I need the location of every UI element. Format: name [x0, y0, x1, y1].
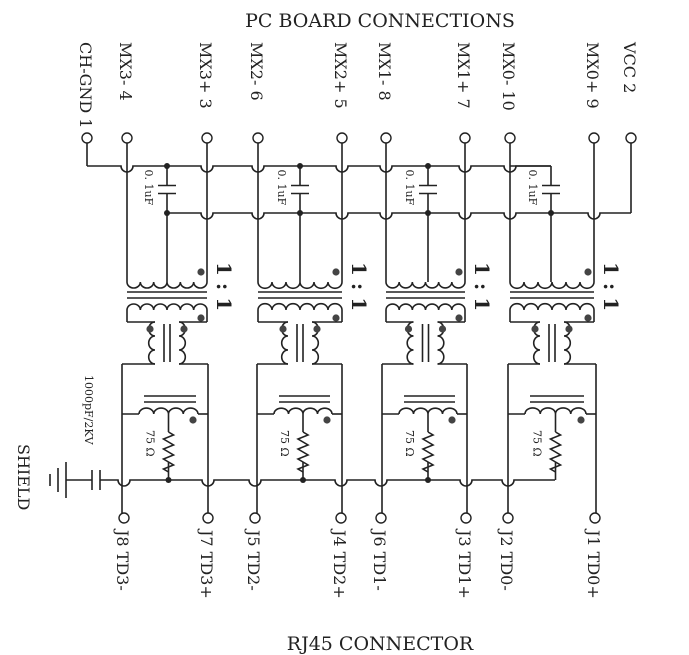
bottom-pin-j1[interactable] — [589, 512, 601, 524]
top-pin-mx2-6[interactable] — [252, 132, 264, 144]
transformer-primary-coil — [509, 281, 595, 290]
title-pc-board-connections: PC BOARD CONNECTIONS — [245, 10, 515, 32]
bottom-pin-label: J5 TD2- — [244, 528, 263, 591]
top-pin-mx3-3[interactable] — [201, 132, 213, 144]
top-pin-label: MX1+ 7 — [454, 42, 473, 109]
bottom-pin-label: J8 TD3- — [113, 528, 132, 591]
bottom-pin-j6[interactable] — [375, 512, 387, 524]
capacitor-label: 0. 1uF — [526, 170, 539, 206]
polarity-dot — [197, 314, 205, 322]
polarity-dot — [189, 416, 197, 424]
resistor-75-ohm — [421, 431, 435, 473]
polarity-dot — [455, 268, 463, 276]
top-pin-label: MX1- 8 — [375, 42, 394, 101]
capacitor-label: 0. 1uF — [275, 170, 288, 206]
transformer-secondary-coil — [257, 302, 343, 311]
bus-vcc — [167, 212, 631, 220]
bottom-pin-j8[interactable] — [118, 512, 130, 524]
top-pin-mx1-7[interactable] — [459, 132, 471, 144]
polarity-dot — [584, 314, 592, 322]
polarity-dot — [323, 416, 331, 424]
resistor-75-ohm — [548, 431, 563, 473]
capacitor-label: 0. 1uF — [142, 170, 155, 206]
polarity-dot — [531, 325, 539, 333]
termination-coil — [273, 407, 333, 415]
top-pin-label: MX0+ 9 — [583, 42, 602, 109]
resistor-label: 75 Ω — [403, 430, 416, 457]
bottom-pin-label: J1 TD0+ — [584, 528, 603, 599]
shield-capacitor-label: 1000pF/2KV — [82, 375, 95, 446]
bottom-pin-j5[interactable] — [249, 512, 261, 524]
termination-coil — [138, 407, 199, 415]
transformer-primary-coil — [257, 281, 343, 290]
polarity-dot — [455, 314, 463, 322]
transformer-primary-coil — [126, 281, 208, 289]
polarity-dot — [146, 325, 154, 333]
top-pin-ch-gnd-1[interactable] — [81, 132, 93, 144]
polarity-dot — [180, 325, 188, 333]
resistor-75-ohm — [296, 431, 310, 473]
polarity-dot — [448, 416, 456, 424]
polarity-dot — [332, 268, 340, 276]
bus-ch-gnd — [87, 165, 551, 173]
transformer-primary-coil — [385, 281, 466, 289]
top-pin-mx0-10[interactable] — [504, 132, 516, 144]
top-pin-label: MX3+ 3 — [196, 42, 215, 109]
polarity-dot — [565, 325, 573, 333]
turns-ratio-label: 1 : 1 — [599, 262, 623, 311]
bottom-pin-j2[interactable] — [502, 512, 514, 524]
polarity-dot — [404, 325, 413, 333]
top-pin-label: CH-GND 1 — [76, 42, 95, 128]
resistor-label: 75 Ω — [144, 430, 157, 457]
wires — [49, 132, 637, 524]
top-pin-label: MX0- 10 — [499, 42, 518, 111]
resistor-label: 75 Ω — [531, 430, 544, 457]
capacitor-label: 0. 1uF — [403, 170, 416, 206]
polarity-dot — [279, 325, 287, 333]
bottom-pin-label: J3 TD1+ — [455, 528, 474, 599]
top-pin-mx2-5[interactable] — [336, 132, 348, 144]
top-pin-mx0-9[interactable] — [588, 132, 600, 144]
shield-label: SHIELD — [14, 444, 33, 510]
bottom-pin-label: J7 TD3+ — [197, 528, 216, 599]
top-pin-label: MX2- 6 — [247, 42, 266, 101]
top-pin-label: MX3- 4 — [116, 42, 135, 101]
bottom-pin-label: J6 TD1- — [370, 528, 389, 591]
bottom-pin-j4[interactable] — [335, 512, 347, 524]
polarity-dot — [313, 325, 321, 333]
polarity-dot — [332, 314, 340, 322]
bottom-pin-label: J4 TD2+ — [330, 528, 349, 599]
bottom-pin-j7[interactable] — [202, 512, 214, 524]
top-pin-mx1-8[interactable] — [380, 132, 392, 144]
top-pin-mx3-4[interactable] — [121, 132, 133, 144]
polarity-dot — [584, 268, 592, 276]
turns-ratio-label: 1 : 1 — [212, 262, 236, 311]
transformer-secondary-coil — [509, 302, 595, 311]
top-pin-label: VCC 2 — [620, 41, 639, 93]
turns-ratio-label: 1 : 1 — [470, 262, 494, 311]
transformer-secondary-coil — [126, 303, 208, 311]
title-rj45-connector: RJ45 CONNECTOR — [287, 633, 474, 655]
labels: CH-GND 1 MX3- 4 MX3+ 3 MX2- 6 MX2+ 5 MX1- 8 MX… — [14, 41, 639, 599]
bus-shield — [100, 479, 555, 487]
resistor-label: 75 Ω — [278, 430, 291, 457]
termination-coil — [398, 407, 458, 415]
resistor-75-ohm — [161, 431, 176, 473]
transformer-secondary-coil — [385, 303, 466, 311]
termination-coil — [524, 407, 587, 415]
polarity-dot — [577, 416, 585, 424]
bottom-pin-label: J2 TD0- — [497, 528, 516, 591]
top-pin-label: MX2+ 5 — [331, 42, 350, 109]
bottom-pin-j3[interactable] — [460, 512, 472, 524]
polarity-dot — [197, 268, 205, 276]
polarity-dot — [438, 325, 447, 333]
turns-ratio-label: 1 : 1 — [347, 262, 371, 311]
top-pin-vcc-2[interactable] — [625, 132, 637, 144]
